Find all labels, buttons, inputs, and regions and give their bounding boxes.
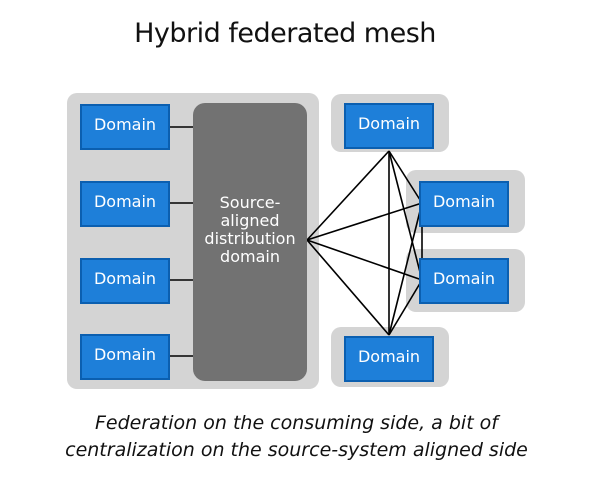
- connector-hub-right-2: [306, 202, 423, 241]
- right-domain-4[interactable]: Domain: [344, 336, 434, 382]
- diagram-title: Hybrid federated mesh: [134, 18, 436, 49]
- caption-line-1: Federation on the consuming side, a bit …: [95, 412, 498, 434]
- caption-line-2: centralization on the source-system alig…: [65, 439, 528, 461]
- right-domain-2[interactable]: Domain: [419, 181, 509, 227]
- source-aligned-distribution-domain[interactable]: Source- aligned distribution domain: [193, 103, 307, 381]
- diagram-caption: Federation on the consuming side, a bit …: [0, 410, 593, 464]
- left-domain-1[interactable]: Domain: [80, 104, 170, 150]
- connector-hub-right-3: [306, 239, 423, 281]
- left-domain-2[interactable]: Domain: [80, 181, 170, 227]
- right-domain-1[interactable]: Domain: [344, 103, 434, 149]
- left-domain-3[interactable]: Domain: [80, 258, 170, 304]
- connector-hub-right-1: [306, 150, 390, 241]
- right-domain-3[interactable]: Domain: [419, 258, 509, 304]
- left-domain-4[interactable]: Domain: [80, 334, 170, 380]
- connector-hub-right-4: [306, 239, 390, 336]
- central-domain-label: Source- aligned distribution domain: [204, 193, 296, 266]
